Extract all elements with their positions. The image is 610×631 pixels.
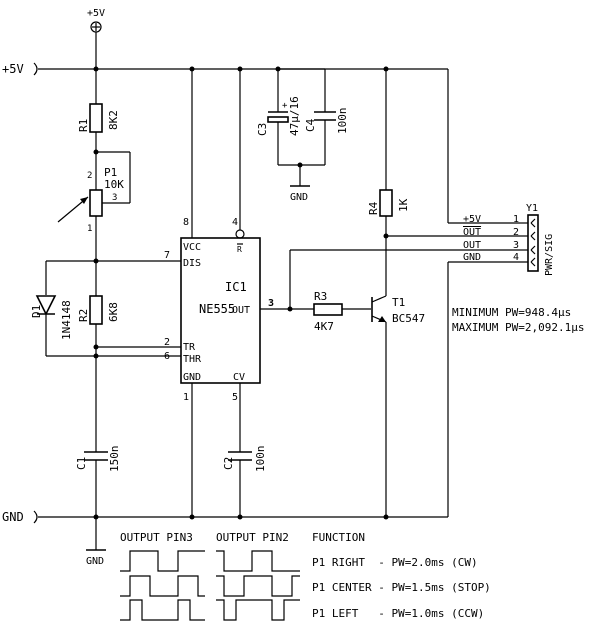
ic1-pin-gnd: GND (183, 372, 201, 383)
ic1-pinnum-7: 7 (164, 250, 170, 261)
ic1-reset-bubble (235, 229, 245, 239)
r3-value: 4K7 (314, 320, 334, 333)
c2-ref: C2 (222, 457, 235, 470)
ic1-pin-out: OUT (232, 305, 250, 316)
c3-value: 47µ/16 (288, 96, 301, 136)
ic1-pinnum-8: 8 (183, 217, 189, 228)
ic1-ref: IC1 (225, 280, 247, 294)
y1-row3-label: OUT (463, 240, 481, 251)
svg-text:+: + (282, 101, 288, 111)
ic1-pinnum-5: 5 (232, 392, 238, 403)
d1-diode (35, 295, 57, 316)
ic1-pinnum-2: 2 (164, 337, 170, 348)
d1-ref: D1 (30, 305, 43, 318)
r1-value: 8K2 (107, 110, 120, 130)
waveform-header-function: FUNCTION (312, 531, 365, 544)
waveform-header-pin3: OUTPUT PIN3 (120, 531, 193, 544)
ic1-pinnum-6: 6 (164, 351, 170, 362)
ic1-pin-dis: DIS (183, 258, 201, 269)
ic1-ne555 (180, 237, 261, 384)
y1-row2-label: OUT (463, 227, 481, 238)
function-row-right: P1 RIGHT - PW=2.0ms (CW) (312, 556, 478, 569)
r2-resistor (89, 295, 103, 325)
c4-value: 100n (336, 108, 349, 135)
waveform-pin3-center (120, 575, 205, 597)
waveform-pin2-center (216, 575, 300, 597)
y1-row2-pin: 2 (513, 227, 519, 238)
r4-ref: R4 (367, 201, 380, 215)
ic1-pin-thr: THR (183, 354, 202, 365)
ic1-pin-vcc: VCC (183, 242, 201, 253)
gnd-left-label: GND (2, 510, 24, 524)
function-row-center: P1 CENTER - PW=1.5ms (STOP) (312, 581, 491, 594)
c3-ref: C3 (256, 123, 269, 136)
t1-value: BC547 (392, 312, 425, 325)
y1-row3-pin: 3 (513, 240, 519, 251)
waveform-pin2-left (216, 599, 300, 621)
ic1-pin-r: R (237, 245, 242, 254)
cap-ground-label: GND (290, 192, 308, 203)
t1-ref: T1 (392, 296, 405, 309)
c1-ref: C1 (75, 457, 88, 470)
waveform-pin3-left (120, 599, 205, 621)
y1-connector (527, 214, 539, 272)
gnd-bottom-label: GND (86, 556, 104, 567)
p1-pin2: 2 (87, 171, 92, 181)
ic1-pinnum-3: 3 (268, 298, 274, 309)
r4-resistor (379, 189, 393, 217)
ic1-pinnum-4: 4 (232, 217, 238, 228)
pw-max-note: MAXIMUM PW=2,092.1µs (452, 321, 584, 334)
p1-potentiometer (89, 189, 103, 217)
y1-row1-label: +5V (463, 214, 481, 225)
d1-value: 1N4148 (60, 300, 73, 340)
y1-name: PWR/SIG (544, 234, 555, 276)
waveform-pin2-right (216, 550, 300, 572)
p1-value: 10K (104, 178, 124, 191)
r2-ref: R2 (77, 309, 90, 322)
y1-row4-pin: 4 (513, 252, 519, 263)
r1-resistor (89, 103, 103, 133)
y1-ref: Y1 (526, 203, 538, 214)
ic1-value: NE555 (199, 302, 235, 316)
y1-row4-label: GND (463, 252, 481, 263)
ic1-pin-cv: CV (233, 372, 245, 383)
r3-ref: R3 (314, 290, 327, 303)
c2-value: 100n (254, 446, 267, 473)
waveform-header-pin2: OUTPUT PIN2 (216, 531, 289, 544)
r2-value: 6K8 (107, 302, 120, 322)
vcc-top-label: +5V (87, 8, 105, 19)
r4-value: 1K (397, 198, 410, 212)
function-row-left: P1 LEFT - PW=1.0ms (CCW) (312, 607, 484, 620)
r1-ref: R1 (77, 119, 90, 132)
c4-ref: C4 (304, 118, 317, 132)
r3-resistor (313, 303, 343, 316)
p1-pin3: 3 (112, 193, 117, 203)
vcc-left-label: +5V (2, 62, 24, 76)
c1-value: 150n (108, 446, 121, 473)
y1-row1-pin: 1 (513, 214, 519, 225)
ic1-pin-tr: TR (183, 342, 196, 353)
p1-ref: P1 (104, 166, 117, 179)
pw-min-note: MINIMUM PW=948.4µs (452, 306, 571, 319)
p1-pin1: 1 (87, 224, 92, 234)
ic1-pinnum-1: 1 (183, 392, 189, 403)
waveform-pin3-right (120, 550, 205, 572)
